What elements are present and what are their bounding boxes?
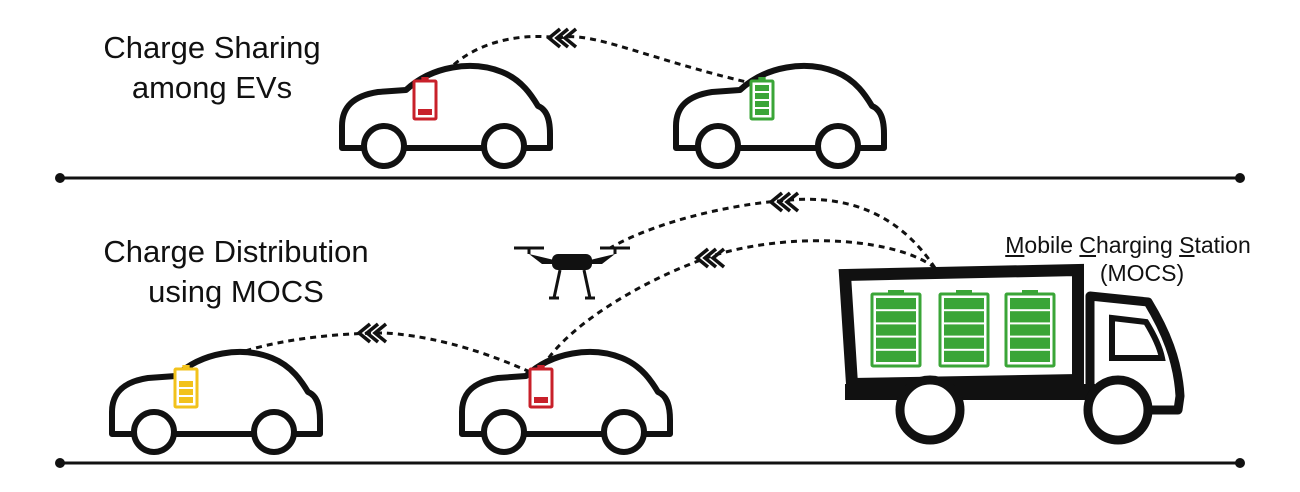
mocs-abbrev: (MOCS): [1099, 260, 1185, 286]
battery-cell: [179, 389, 193, 395]
label-charge-sharing: Charge Sharing among EVs: [72, 28, 352, 108]
battery-cell: [1010, 337, 1050, 349]
battery-cell: [179, 381, 193, 387]
battery-icon: [749, 77, 775, 121]
battery-cell: [755, 85, 769, 91]
label-charge-distribution-line2: using MOCS: [148, 274, 324, 309]
battery-icon: [528, 365, 554, 409]
battery-cell: [1010, 350, 1050, 362]
battery-icon: [173, 365, 199, 409]
road-line-bottom: [55, 458, 1245, 468]
battery-cell: [1010, 298, 1050, 310]
battery-cell: [755, 109, 769, 115]
battery-cell: [944, 298, 984, 310]
label-charge-distribution-line1: Charge Distribution: [103, 234, 369, 269]
label-charge-sharing-line2: among EVs: [131, 70, 293, 105]
drone-icon: [514, 246, 630, 300]
transfer-path-truck-to-car: [538, 239, 936, 373]
battery-icon: [938, 290, 990, 368]
car-icon: [676, 66, 884, 166]
label-mobile-charging-station: Mobile Charging Station (MOCS): [968, 231, 1288, 287]
car-icon: [112, 352, 320, 452]
battery-icon: [412, 77, 438, 121]
battery-cell: [944, 311, 984, 323]
car-icon: [342, 66, 550, 166]
car-icon: [462, 352, 670, 452]
battery-cell: [876, 350, 916, 362]
transfer-path-top: [433, 35, 756, 91]
battery-cell: [876, 298, 916, 310]
battery-cell: [534, 397, 548, 403]
label-charge-distribution: Charge Distribution using MOCS: [62, 232, 410, 312]
double-chevron-arrow-icon: [695, 247, 726, 269]
battery-cell: [755, 93, 769, 99]
double-chevron-arrow-icon: [769, 191, 800, 213]
battery-cell: [876, 337, 916, 349]
battery-cell: [876, 311, 916, 323]
battery-cell: [876, 324, 916, 336]
label-charge-sharing-line1: Charge Sharing: [103, 30, 321, 65]
battery-cell: [179, 397, 193, 403]
battery-cell: [755, 101, 769, 107]
battery-cell: [418, 109, 432, 115]
road-line-top: [55, 173, 1245, 183]
battery-cell: [1010, 324, 1050, 336]
battery-icon: [1004, 290, 1056, 368]
battery-cell: [944, 324, 984, 336]
battery-icon: [870, 290, 922, 368]
battery-cell: [944, 337, 984, 349]
battery-cell: [944, 350, 984, 362]
transfer-path-truck-to-drone: [609, 197, 937, 269]
mocs-title: Mobile Charging Station: [1005, 232, 1251, 258]
battery-cell: [1010, 311, 1050, 323]
